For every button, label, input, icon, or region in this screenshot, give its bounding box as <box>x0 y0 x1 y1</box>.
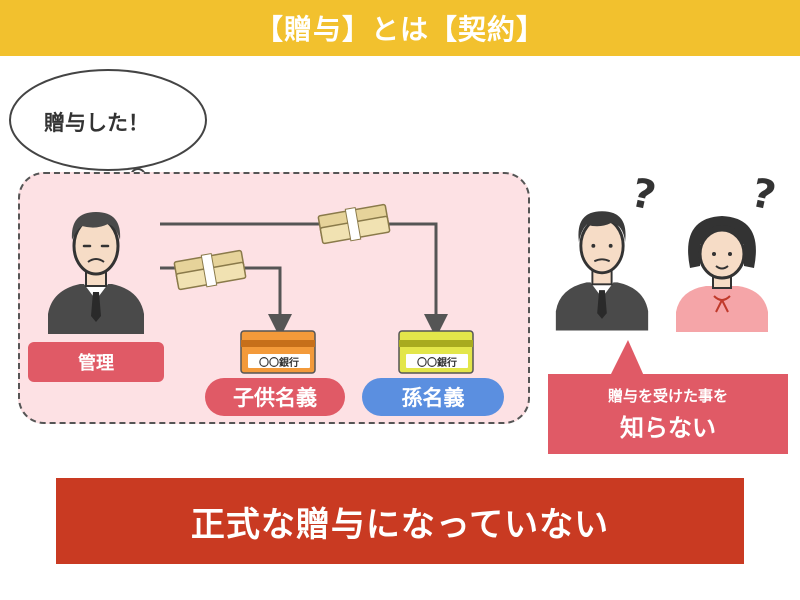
unaware-callout-tail <box>610 340 644 376</box>
unaware-callout: 贈与を受けた事を 知らない <box>548 374 788 454</box>
grandfather-icon <box>48 212 144 334</box>
bank-card-icon <box>240 330 316 374</box>
child-account-label: 子供名義 <box>205 378 345 416</box>
bank-card-child-text: 〇〇銀行 <box>259 357 299 369</box>
page-title: 【贈与】とは【契約】 <box>254 13 545 46</box>
unaware-line1: 贈与を受けた事を <box>607 387 728 405</box>
unaware-line2: 知らない <box>620 414 716 442</box>
bank-card-grandchild: 〇〇銀行 <box>398 330 474 374</box>
daughter-icon <box>676 216 768 332</box>
bank-card-grandchild-text: 〇〇銀行 <box>417 357 457 369</box>
father-icon <box>555 211 649 331</box>
money-bundle-icon <box>173 249 247 291</box>
money-bundle-icon <box>317 203 391 245</box>
manager-label: 管理 <box>28 342 164 382</box>
header-banner: 【贈与】とは【契約】 <box>0 0 800 56</box>
arrow-to-grandchild-account <box>160 222 448 338</box>
bank-card-icon <box>398 330 474 374</box>
bank-card-child: 〇〇銀行 <box>240 330 316 374</box>
conclusion-banner: 正式な贈与になっていない <box>56 478 744 564</box>
grandchild-account-label: 孫名義 <box>362 378 504 416</box>
speech-bubble-text: 贈与した！ <box>44 111 149 135</box>
